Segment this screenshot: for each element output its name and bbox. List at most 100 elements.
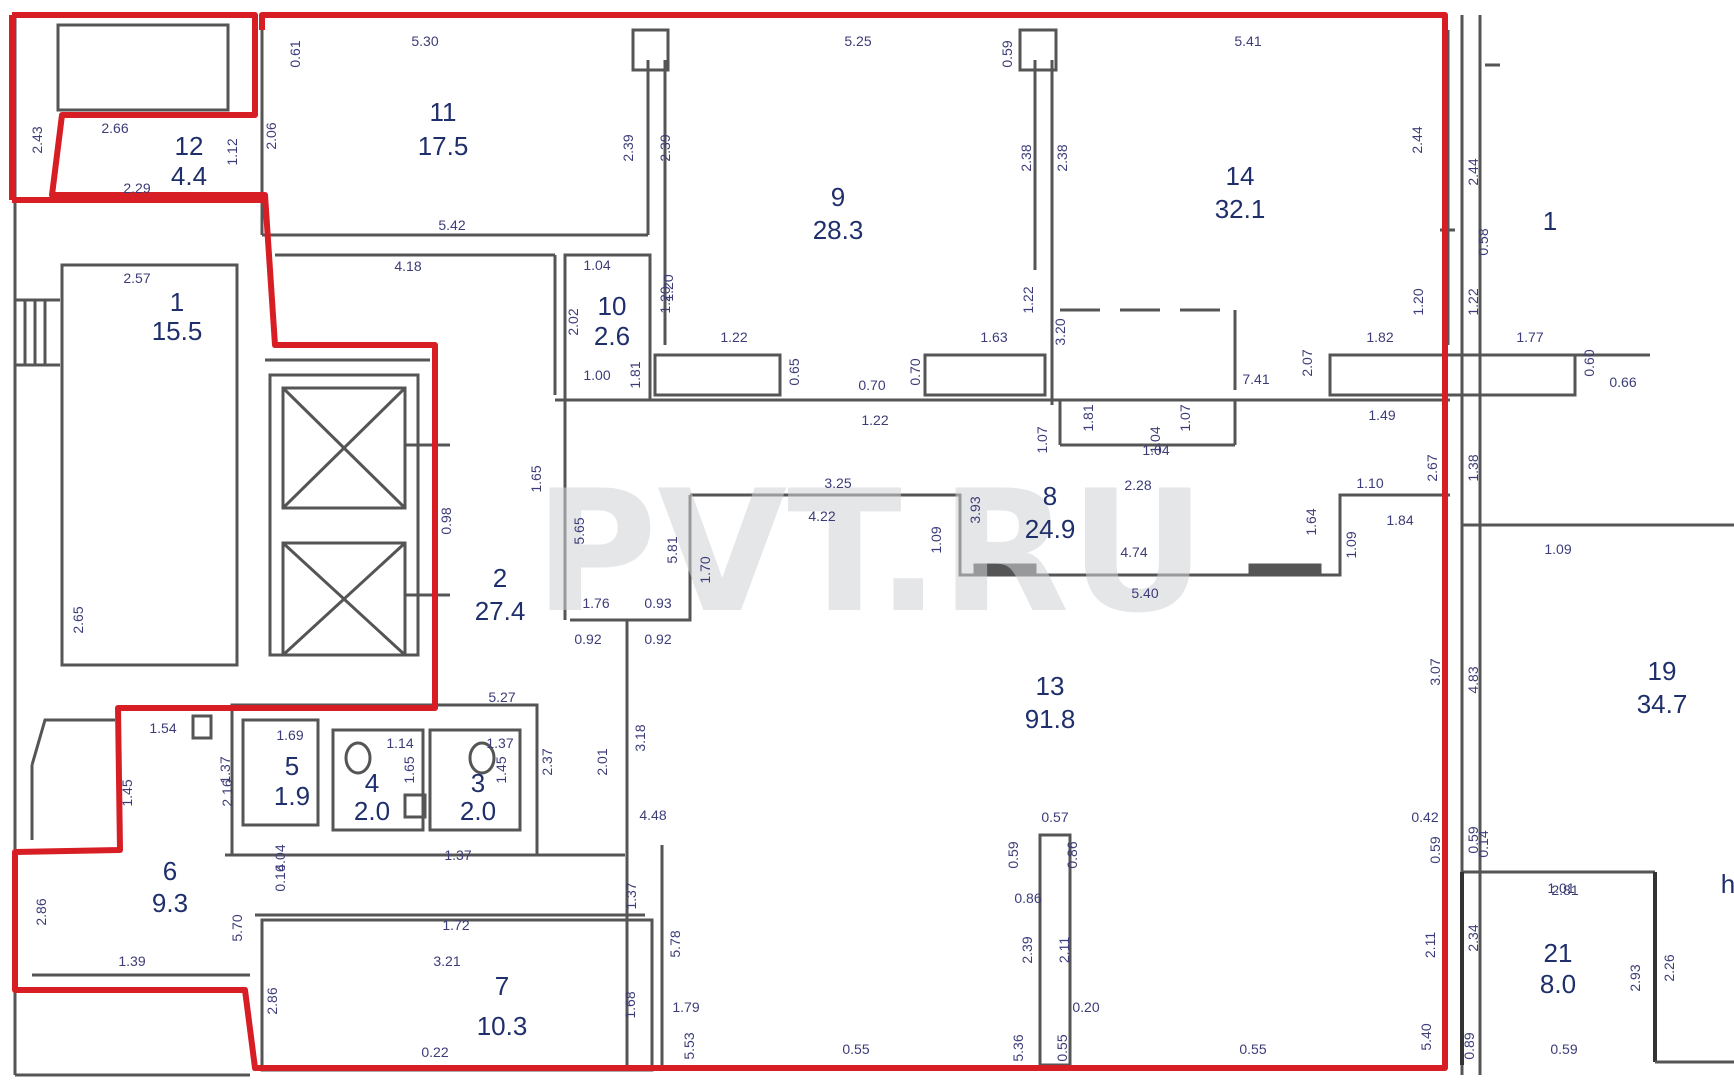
room-21: 21 8.0 — [1540, 938, 1576, 999]
dimension-label: 3.21 — [433, 953, 460, 969]
dimension-label: 1.10 — [1356, 475, 1383, 491]
dimension-label: 0.59 — [1005, 841, 1021, 868]
dimension-label: 2.39 — [620, 134, 636, 161]
dimension-label: 2.39 — [1019, 936, 1035, 963]
room-8: 8 24.9 — [1025, 481, 1076, 544]
dimension-label: 1.72 — [442, 917, 469, 933]
dimension-label: 1.39 — [118, 953, 145, 969]
dimension-label: 1.63 — [980, 329, 1007, 345]
dimension-label: 1.22 — [1020, 286, 1036, 313]
dimension-label: 2.93 — [1627, 964, 1643, 991]
room-9: 9 28.3 — [813, 182, 864, 245]
dimension-label: 0.58 — [1475, 228, 1491, 255]
dimension-label: 1.54 — [149, 720, 176, 736]
room-number: 7 — [495, 971, 509, 1001]
dimension-label: 2.44 — [1465, 158, 1481, 185]
partial-room-label: 1 — [1543, 206, 1557, 236]
dimension-label: 0.86 — [1014, 890, 1041, 906]
dimension-label: 5.36 — [1010, 1034, 1026, 1061]
dimension-label: 0.60 — [1581, 349, 1597, 376]
dimension-label: 2.07 — [1299, 349, 1315, 376]
dimension-label: 0.42 — [1411, 809, 1438, 825]
dimension-label: 0.86 — [1064, 841, 1080, 868]
dimension-label: 1.22 — [720, 329, 747, 345]
dimension-label: 1.81 — [1080, 404, 1096, 431]
dimension-label: 3.20 — [1052, 318, 1068, 345]
dimension-label: 5.65 — [571, 517, 587, 544]
dimension-label: 2.81 — [1551, 882, 1578, 898]
dimension-label: 0.22 — [421, 1044, 448, 1060]
dimension-label: 1.20 — [1410, 288, 1426, 315]
dimension-label: 1.70 — [697, 556, 713, 583]
dimension-label: 0.98 — [438, 507, 454, 534]
room-14: 14 32.1 — [1215, 161, 1266, 224]
dimension-label: 1.64 — [1303, 508, 1319, 535]
room-4: 4 2.0 — [354, 768, 390, 826]
dimension-label: 1.49 — [1368, 407, 1395, 423]
dimension-label: 0.57 — [1041, 809, 1068, 825]
room-number: 9 — [831, 182, 845, 212]
room-number: 19 — [1648, 656, 1677, 686]
dimension-label: 2.66 — [101, 120, 128, 136]
room-number: 8 — [1043, 481, 1057, 511]
dimension-label: 3.18 — [632, 724, 648, 751]
dimension-label: 2.11 — [1056, 937, 1072, 963]
unit-boundaries — [9, 12, 1448, 1071]
room-number: 2 — [493, 563, 507, 593]
dimension-label: 1.76 — [582, 595, 609, 611]
room-number: 12 — [175, 131, 204, 161]
dimension-label: 5.30 — [411, 33, 438, 49]
dimension-label: 1.65 — [401, 756, 417, 783]
room-number: 13 — [1036, 671, 1065, 701]
room-area: 1.9 — [274, 781, 310, 811]
dimension-label: 1.12 — [224, 138, 240, 165]
dimension-label: 7.41 — [1242, 371, 1269, 387]
partial-room-label: h — [1721, 869, 1734, 899]
dimension-label: 4.83 — [1465, 666, 1481, 693]
room-number: 11 — [430, 97, 457, 127]
dimension-label: 5.53 — [681, 1032, 697, 1059]
dimension-label: 2.29 — [123, 180, 150, 196]
dimension-label: 0.55 — [842, 1041, 869, 1057]
dimension-label: 0.93 — [644, 595, 671, 611]
dimension-label: 0.70 — [858, 377, 885, 393]
dimension-label: 5.25 — [844, 33, 871, 49]
room-number: 14 — [1226, 161, 1255, 191]
dimension-label: 5.40 — [1418, 1023, 1434, 1050]
dimension-label: 1.65 — [528, 465, 544, 492]
room-number: 5 — [285, 751, 299, 781]
dimension-label: 5.27 — [488, 689, 515, 705]
dimension-label: 4.22 — [808, 508, 835, 524]
dimension-label: 1.01 — [1547, 880, 1574, 896]
room-area: 17.5 — [418, 131, 469, 161]
room-number: 3 — [471, 768, 485, 798]
dimension-label: 0.92 — [644, 631, 671, 647]
dimension-label: 5.70 — [229, 914, 245, 941]
room-labels: 1 15.5 2 27.4 3 2.0 4 2.0 5 1.9 6 9.3 7 … — [152, 97, 1734, 1041]
dimension-label: 4.74 — [1120, 544, 1147, 560]
dimension-label: 1.07 — [1177, 404, 1193, 431]
room-19: 19 34.7 — [1637, 656, 1688, 719]
dimension-label: 1.07 — [1034, 426, 1050, 453]
dimension-label: 2.57 — [123, 270, 150, 286]
dimension-label: 0.59 — [999, 40, 1015, 67]
room-area: 27.4 — [475, 596, 526, 626]
dimension-label: 2.01 — [594, 748, 610, 775]
dimension-label: 2.37 — [539, 748, 555, 775]
room-area: 15.5 — [152, 316, 203, 346]
dimension-label: 2.34 — [1465, 924, 1481, 951]
dimension-label: 0.89 — [1461, 1032, 1477, 1059]
dimension-label: 5.78 — [667, 930, 683, 957]
dimension-label: 1.09 — [1544, 541, 1571, 557]
room-area: 34.7 — [1637, 689, 1688, 719]
dimension-label: 0.92 — [574, 631, 601, 647]
dimension-label: 0.59 — [1465, 826, 1481, 853]
room-2: 2 27.4 — [475, 563, 526, 626]
dimension-label: 1.22 — [861, 412, 888, 428]
dimension-label: 1.37 — [217, 756, 233, 783]
dimension-label: 3.93 — [967, 496, 983, 523]
watermark: PVT.RU — [534, 454, 1206, 650]
dimension-label: 2.67 — [1424, 454, 1440, 481]
